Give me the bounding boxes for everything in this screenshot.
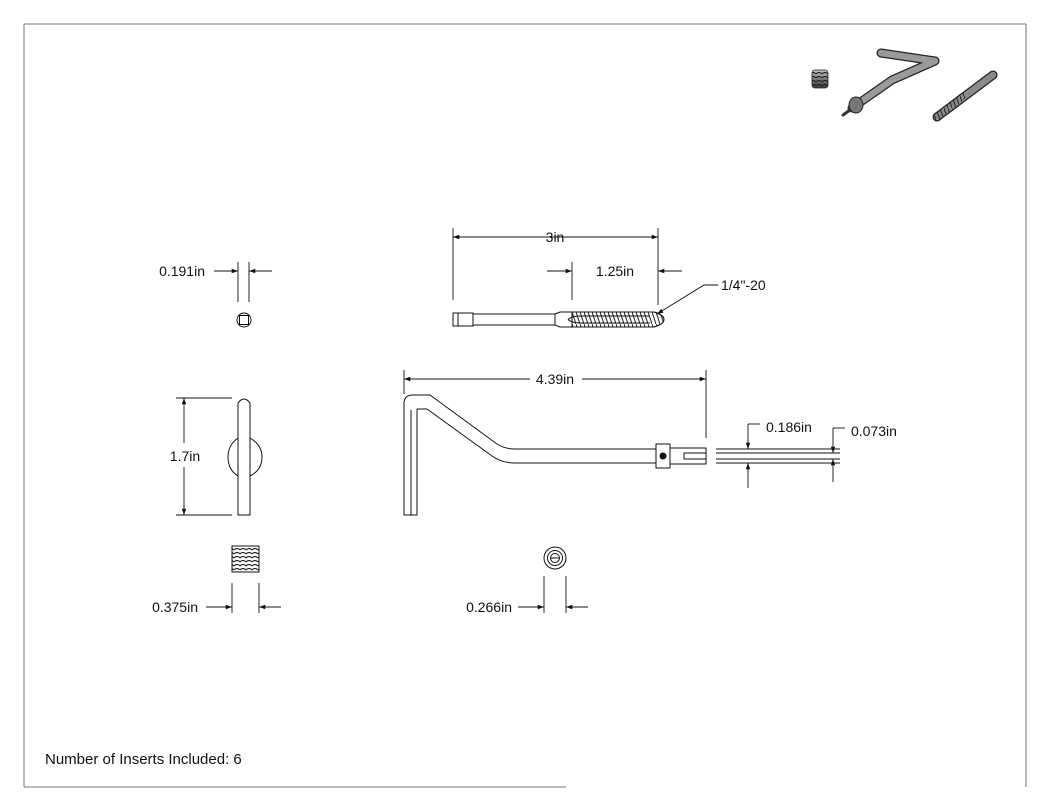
dim-slot-width: 0.186in <box>766 419 812 435</box>
tool-end-view <box>227 398 263 516</box>
tap-end-view <box>236 312 252 328</box>
insert-side-view <box>231 545 260 573</box>
dim-insert-length: 0.375in <box>152 599 198 615</box>
insert-end-view <box>543 546 567 570</box>
tap-drawing <box>452 311 665 328</box>
dim-thread-spec: 1/4"-20 <box>721 277 766 293</box>
isometric-render <box>811 48 998 122</box>
render-insert <box>811 69 829 89</box>
dim-tang-width: 0.073in <box>851 423 897 439</box>
tool-side-view <box>403 394 707 516</box>
render-installation-tool <box>841 48 940 117</box>
dim-tap-length: 3in <box>546 229 565 245</box>
inserts-included-note: Number of Inserts Included: 6 <box>45 751 242 768</box>
render-tap <box>932 70 998 122</box>
dim-tool-length: 4.39in <box>536 371 574 387</box>
dim-handle-height: 1.7in <box>170 448 200 464</box>
slot-reference-lines <box>716 448 840 464</box>
dim-square-drive: 0.191in <box>159 263 205 279</box>
dimension-lines <box>176 228 845 613</box>
dimension-labels: 3in 1.25in 1/4"-20 0.191in 4.39in 0.186i… <box>152 229 897 615</box>
dim-insert-diameter: 0.266in <box>466 599 512 615</box>
dim-thread-length: 1.25in <box>596 263 634 279</box>
drawing-frame <box>23 23 1027 788</box>
